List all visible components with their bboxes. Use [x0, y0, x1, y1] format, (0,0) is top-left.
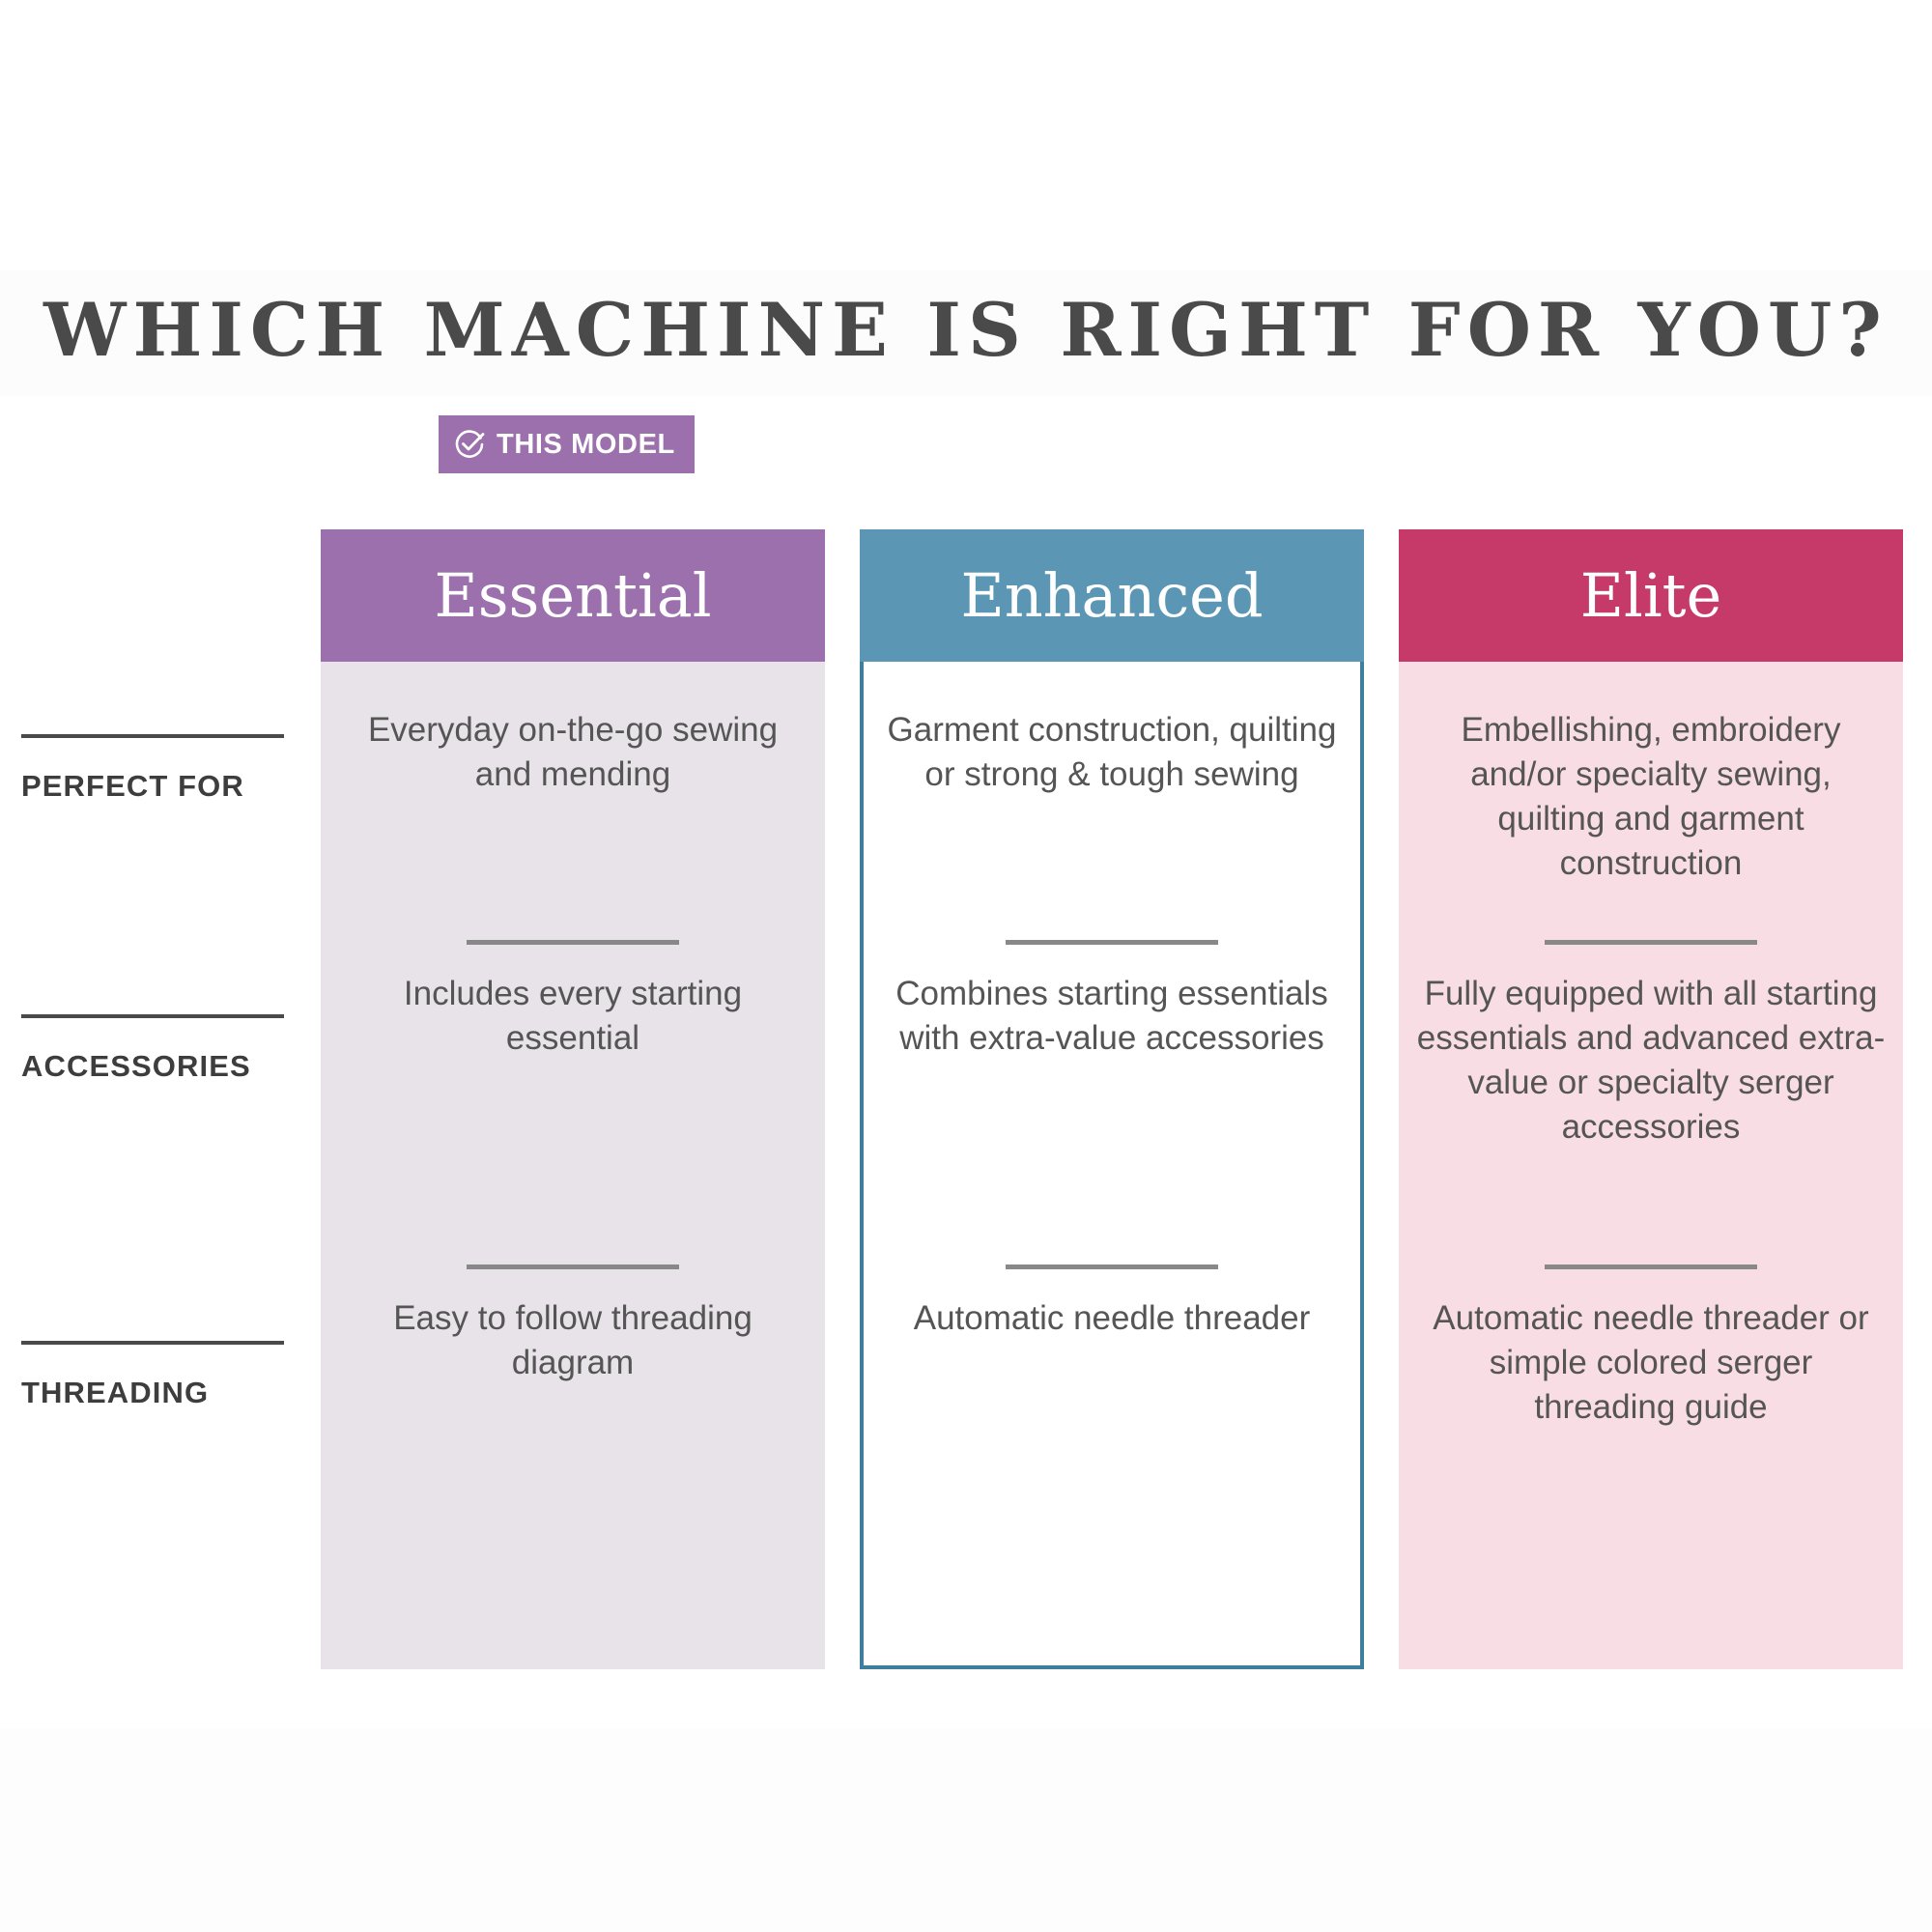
cell-essential-accessories: Includes every starting essential: [321, 940, 825, 1061]
cell-divider: [1545, 1264, 1757, 1269]
column-header-elite: Elite: [1399, 529, 1903, 662]
row-divider: [21, 734, 284, 738]
this-model-badge: THIS MODEL: [439, 415, 695, 473]
cell-text: Fully equipped with all starting essenti…: [1416, 975, 1886, 1146]
this-model-badge-label: THIS MODEL: [497, 428, 675, 460]
cell-text: Automatic needle threader: [913, 1299, 1311, 1337]
row-label-accessories: ACCESSORIES: [21, 1014, 301, 1084]
cell-enhanced-threading: Automatic needle threader: [860, 1264, 1364, 1341]
row-label-text: PERFECT FOR: [21, 769, 244, 803]
column-body-enhanced: Garment construction, quilting or strong…: [860, 662, 1364, 1669]
cell-elite-perfect-for: Embellishing, embroidery and/or specialt…: [1399, 708, 1903, 886]
cell-text: Everyday on-the-go sewing and mending: [367, 711, 779, 793]
column-body-elite: Embellishing, embroidery and/or specialt…: [1399, 662, 1903, 1669]
column-enhanced[interactable]: Enhanced Garment construction, quilting …: [860, 529, 1364, 1669]
cell-elite-threading: Automatic needle threader or simple colo…: [1399, 1264, 1903, 1430]
row-divider: [21, 1341, 284, 1345]
cell-text: Embellishing, embroidery and/or specialt…: [1461, 711, 1841, 882]
row-label-text: THREADING: [21, 1376, 210, 1409]
cell-divider: [1006, 1264, 1218, 1269]
row-label-perfect-for: PERFECT FOR: [21, 734, 301, 804]
row-label-text: ACCESSORIES: [21, 1049, 251, 1083]
column-header-essential: Essential: [321, 529, 825, 662]
cell-text: Automatic needle threader or simple colo…: [1433, 1299, 1869, 1426]
row-divider: [21, 1014, 284, 1018]
cell-divider: [1006, 940, 1218, 945]
cell-text: Garment construction, quilting or strong…: [887, 711, 1337, 793]
cell-elite-accessories: Fully equipped with all starting essenti…: [1399, 940, 1903, 1150]
column-title: Essential: [434, 559, 712, 631]
column-body-essential: Everyday on-the-go sewing and mending In…: [321, 662, 825, 1669]
column-header-enhanced: Enhanced: [860, 529, 1364, 662]
column-elite[interactable]: Elite Embellishing, embroidery and/or sp…: [1399, 529, 1903, 1669]
cell-divider: [1545, 940, 1757, 945]
check-circle-icon: [455, 430, 485, 458]
cell-enhanced-perfect-for: Garment construction, quilting or strong…: [860, 708, 1364, 797]
cell-text: Combines starting essentials with extra-…: [895, 975, 1328, 1057]
comparison-table: PERFECT FOR ACCESSORIES THREADING THIS M…: [0, 415, 1932, 1669]
cell-enhanced-accessories: Combines starting essentials with extra-…: [860, 940, 1364, 1061]
cell-text: Includes every starting essential: [403, 975, 743, 1057]
title-band: [0, 270, 1932, 396]
column-essential[interactable]: THIS MODEL Essential Everyday on-the-go …: [321, 415, 825, 1669]
cell-text: Easy to follow threading diagram: [393, 1299, 753, 1381]
page-title: WHICH MACHINE IS RIGHT FOR YOU?: [43, 287, 1889, 373]
row-label-threading: THREADING: [21, 1341, 301, 1410]
cell-essential-threading: Easy to follow threading diagram: [321, 1264, 825, 1385]
cell-divider: [467, 1264, 679, 1269]
bottom-band: [0, 1729, 1932, 1932]
cell-divider: [467, 940, 679, 945]
row-label-column: PERFECT FOR ACCESSORIES THREADING: [21, 529, 301, 1669]
cell-essential-perfect-for: Everyday on-the-go sewing and mending: [321, 708, 825, 797]
column-title: Enhanced: [960, 559, 1264, 631]
column-title: Elite: [1579, 559, 1722, 631]
